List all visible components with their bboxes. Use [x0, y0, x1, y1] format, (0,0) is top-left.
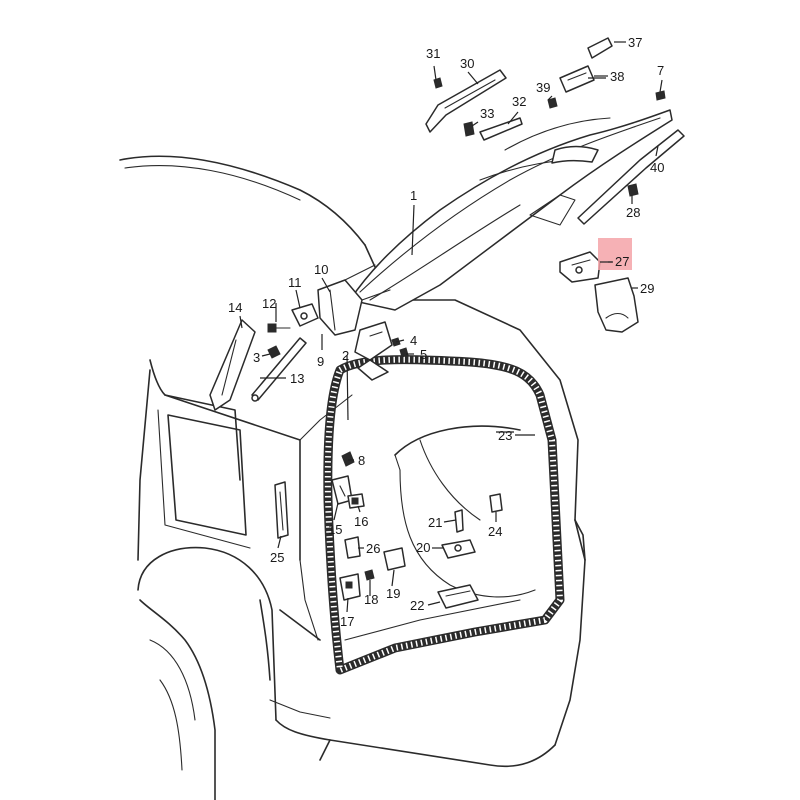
tailgate-panel: [349, 109, 673, 311]
callout-12: 12: [262, 296, 276, 311]
grab-handle: [274, 481, 289, 539]
callout-21: 21: [428, 515, 442, 530]
gas-strut: [251, 337, 307, 402]
label-dashes: [496, 77, 613, 433]
callout-24: 24: [488, 524, 502, 539]
callout-40: 40: [650, 160, 664, 175]
callout-7: 7: [657, 63, 664, 78]
striker-parts: [339, 536, 406, 601]
callout-33: 33: [480, 106, 494, 121]
hinge-assembly: [291, 264, 391, 336]
callout-29: 29: [640, 281, 654, 296]
callout-10: 10: [314, 262, 328, 277]
callout-32: 32: [512, 94, 526, 109]
callout-28: 28: [626, 205, 640, 220]
callout-highlight: [598, 238, 632, 270]
fasteners-left: [267, 323, 291, 359]
callout-31: 31: [426, 46, 440, 61]
callout-27: 27: [615, 254, 629, 269]
callout-37: 37: [628, 35, 642, 50]
callout-14: 14: [228, 300, 242, 315]
callout-3: 3: [253, 350, 260, 365]
latch-assembly: [331, 451, 365, 509]
callout-20: 20: [416, 540, 430, 555]
callout-17: 17: [340, 614, 354, 629]
callout-18: 18: [364, 592, 378, 607]
top-trim-parts: [425, 69, 523, 141]
callout-26: 26: [366, 541, 380, 556]
callout-30: 30: [460, 56, 474, 71]
callout-8: 8: [358, 453, 365, 468]
cover-29: [594, 277, 639, 333]
callout-2: 2: [342, 348, 349, 363]
bracket-2: [354, 321, 409, 381]
side-trim: [209, 319, 256, 411]
callout-4: 4: [410, 333, 417, 348]
callout-labels: 1 2 3 4 5 7 8 9 10 11 12 13 14 15 16 17 …: [228, 35, 664, 629]
callout-23: 23: [498, 428, 512, 443]
lower-latch-parts: [437, 493, 503, 609]
callout-22: 22: [410, 598, 424, 613]
callout-5: 5: [420, 347, 427, 362]
car-body: [119, 155, 586, 800]
right-edge-parts: [577, 90, 685, 225]
callout-1: 1: [410, 188, 417, 203]
callout-9: 9: [317, 354, 324, 369]
callout-13: 13: [290, 371, 304, 386]
callout-11: 11: [288, 275, 302, 290]
callout-38: 38: [610, 69, 624, 84]
callout-19: 19: [386, 586, 400, 601]
callout-16: 16: [354, 514, 368, 529]
callout-39: 39: [536, 80, 550, 95]
leader-lines: [239, 41, 663, 613]
top-right-parts: [547, 37, 613, 109]
callout-15: 15: [328, 522, 342, 537]
door-seal: [323, 355, 565, 675]
callout-25: 25: [270, 550, 284, 565]
bracket-27: [559, 251, 601, 283]
